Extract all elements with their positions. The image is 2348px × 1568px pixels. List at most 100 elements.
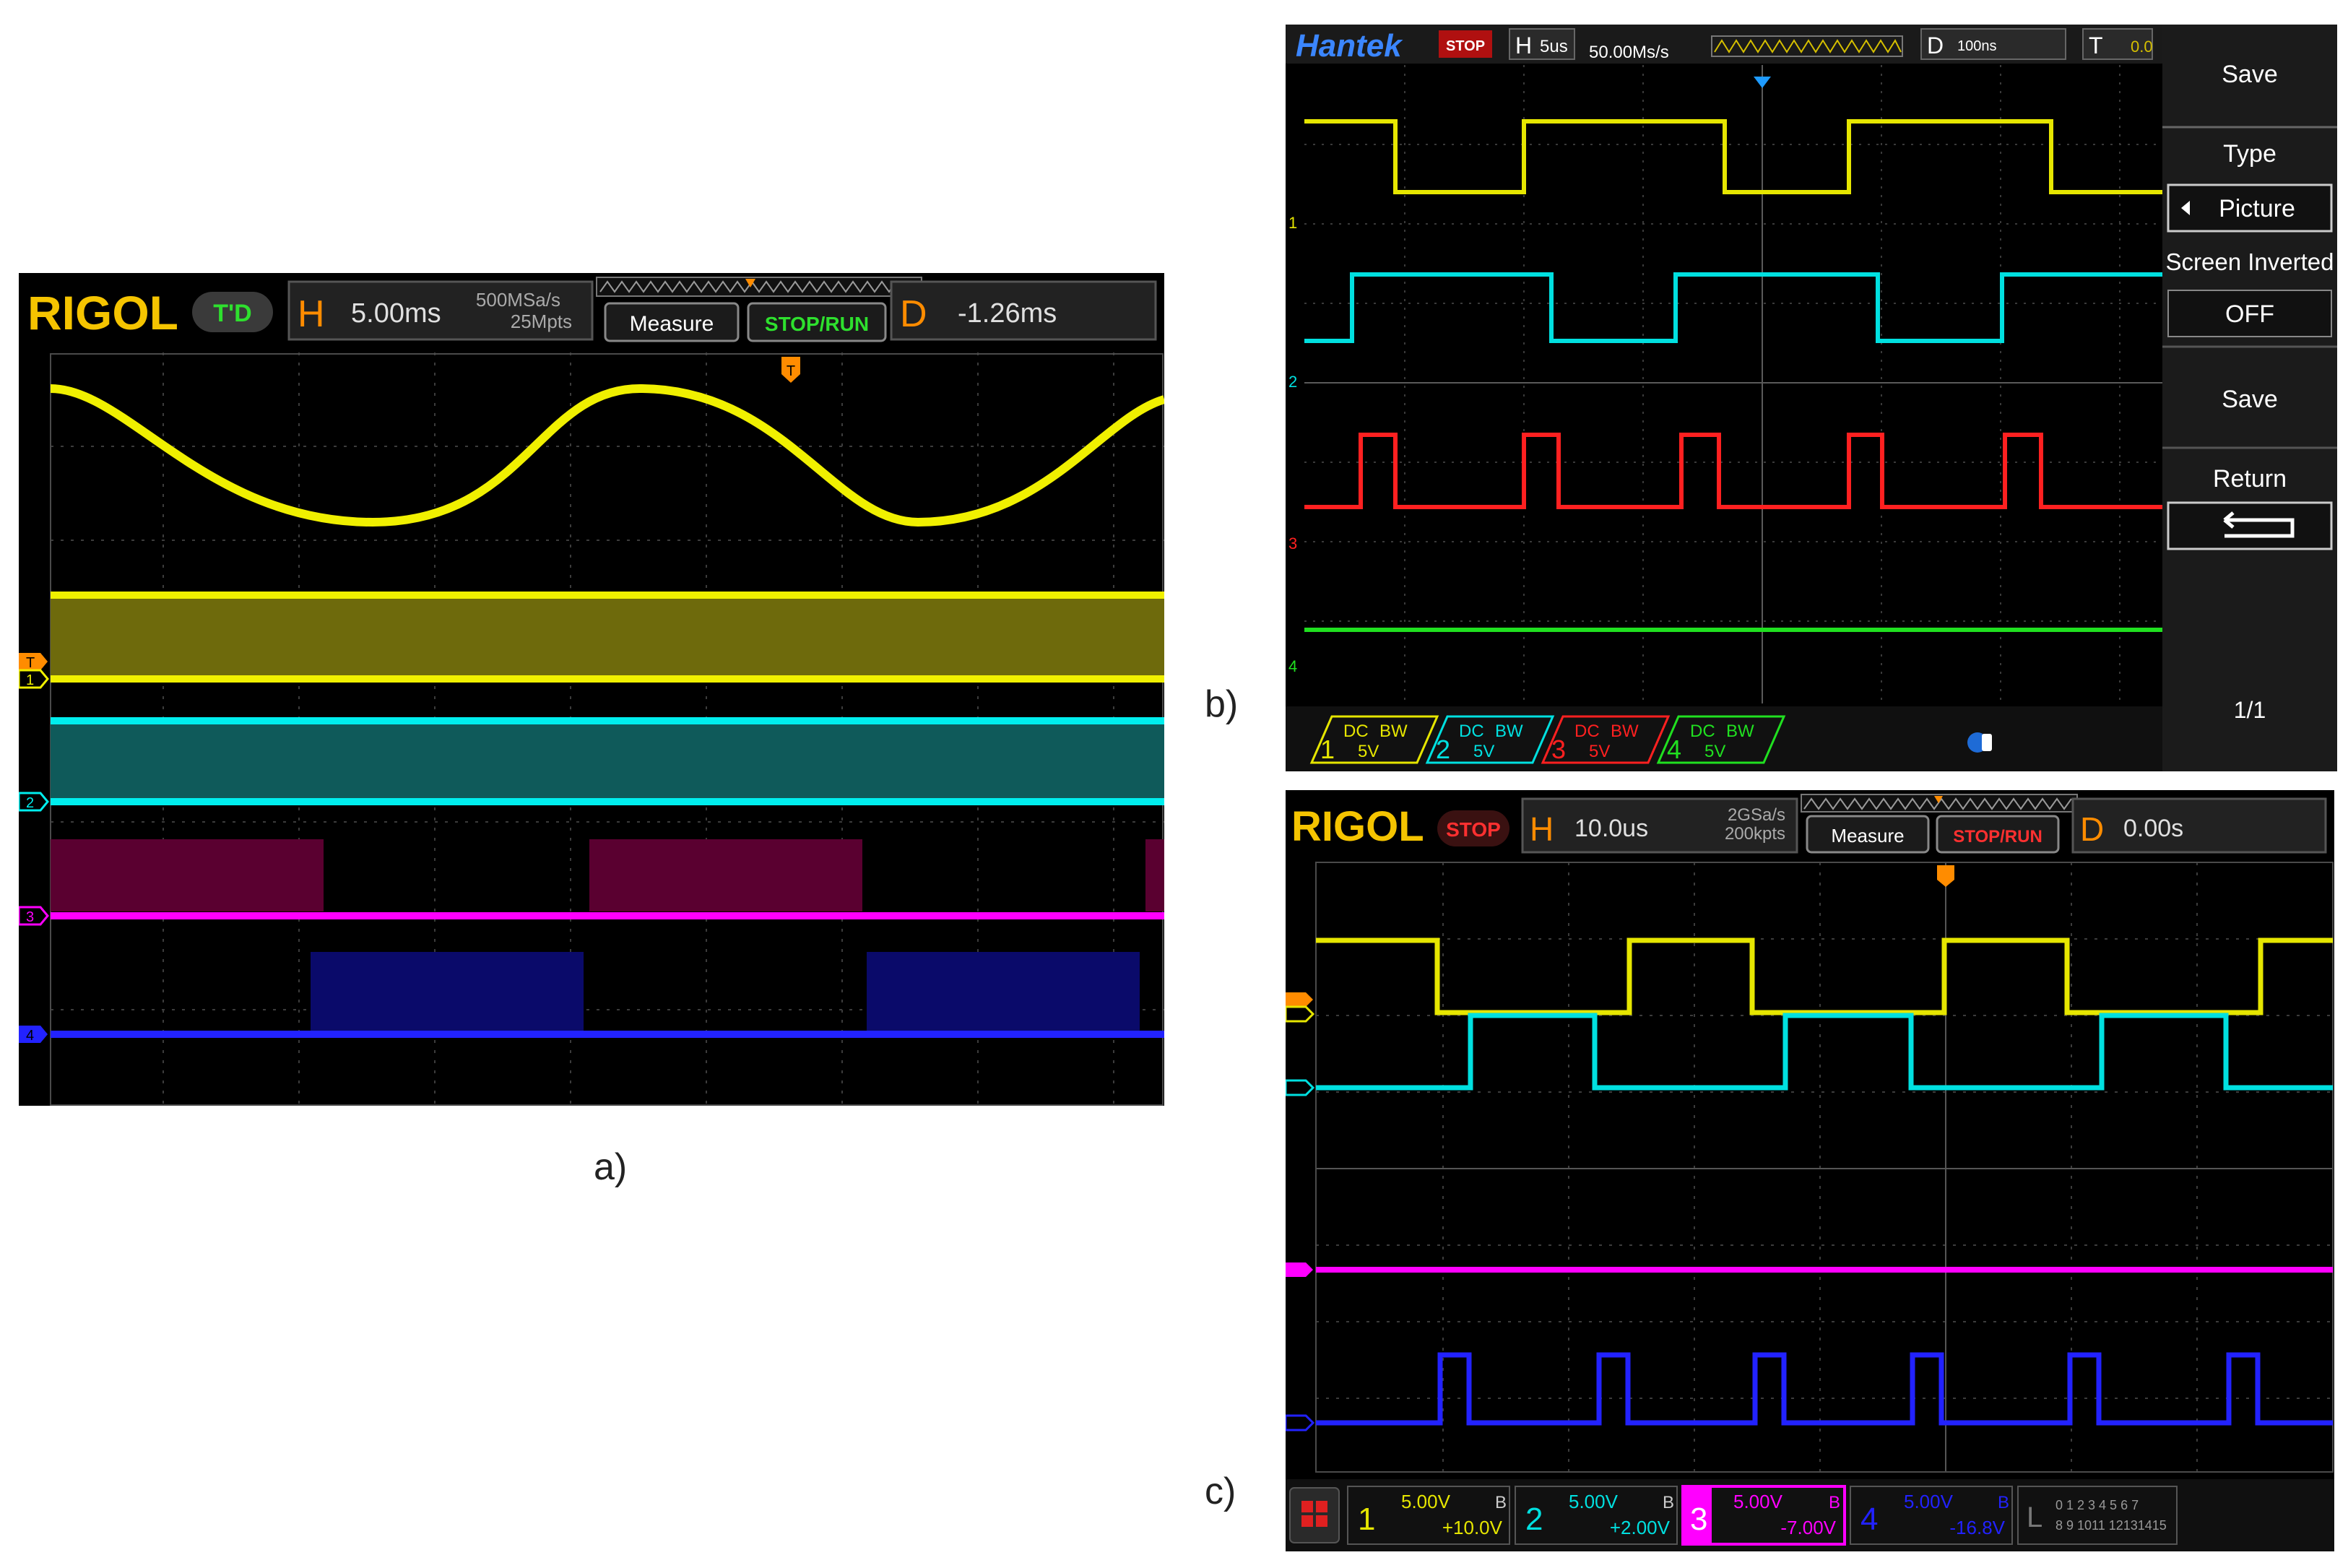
svg-text:DC: DC	[1459, 722, 1484, 741]
brand-logo-a: RIGOL	[27, 286, 178, 339]
waveform-ch4-c	[1316, 1352, 2333, 1426]
stoprun-button-c[interactable]	[1936, 815, 2060, 854]
svg-text:+2.00V: +2.00V	[1610, 1517, 1671, 1538]
channel-tab-2-b[interactable]: 2 DC BW 5V	[1425, 715, 1555, 764]
channel-marker-4-b[interactable]: 4	[1288, 657, 1297, 675]
channel-marker-3-c[interactable]	[1286, 1262, 1313, 1277]
channel-marker-1-c[interactable]	[1286, 1005, 1315, 1023]
channel-tab-2-c[interactable]: 2 5.00V B +2.00V	[1515, 1486, 1678, 1545]
svg-text:4: 4	[1667, 735, 1681, 764]
trigger-box-b[interactable]	[2082, 28, 2153, 60]
svg-text:5V: 5V	[1358, 742, 1379, 761]
channel-tab-1-b[interactable]: 1 DC BW 5V	[1309, 715, 1439, 764]
channel-tab-3-b[interactable]: 3 DC BW 5V	[1541, 715, 1671, 764]
channel-marker-4-a[interactable]	[19, 1026, 48, 1043]
grid-menu-icon	[1301, 1501, 1327, 1527]
svg-text:DC: DC	[1690, 722, 1715, 741]
svg-text:2: 2	[1525, 1502, 1543, 1537]
timebase-box-c[interactable]	[1521, 797, 1798, 854]
svg-text:BW: BW	[1379, 722, 1408, 741]
memory-ribbon-a	[596, 277, 922, 297]
menu-type-button[interactable]	[2167, 183, 2333, 233]
run-state-text-b: STOP	[1446, 38, 1485, 54]
svg-text:5V: 5V	[1473, 742, 1494, 761]
svg-text:1: 1	[1320, 735, 1335, 764]
trigger-level-marker-c[interactable]	[1286, 992, 1313, 1007]
waveform-ch1-sine	[50, 384, 1164, 527]
timebase-box-b[interactable]	[1509, 28, 1575, 60]
grid-b	[1304, 65, 2162, 703]
delay-box-b[interactable]	[1920, 28, 2066, 60]
delay-value-c: 0.00s	[2123, 815, 2183, 842]
brand-logo-c: RIGOL	[1291, 803, 1424, 850]
menu-inverted-value: OFF	[2225, 300, 2274, 328]
return-arrow-icon	[2223, 511, 2295, 538]
channel-tab-4-b[interactable]: 4 DC BW 5V	[1656, 715, 1786, 764]
t-label-b: T	[2089, 33, 2103, 59]
measure-label-a: Measure	[630, 312, 714, 336]
menu-type-label: Type	[2223, 140, 2276, 168]
svg-text:-16.8V: -16.8V	[1949, 1517, 2005, 1538]
delay-box-a[interactable]	[890, 280, 1157, 341]
navigation-menu-button[interactable]	[1289, 1487, 1340, 1543]
waveform-ch1-c	[1316, 937, 2333, 1015]
menu-save-button[interactable]	[2164, 348, 2336, 446]
svg-text:8 9 1011 12131415: 8 9 1011 12131415	[2055, 1518, 2167, 1533]
channel-marker-1-b[interactable]: 1	[1288, 214, 1297, 232]
h-label-a: H	[298, 293, 325, 335]
menu-return-label: Return	[2213, 465, 2287, 493]
run-state-text-a: T'D	[213, 300, 251, 327]
delay-box-c[interactable]	[2071, 797, 2327, 854]
svg-text:3: 3	[1551, 735, 1566, 764]
channel-tab-4-c[interactable]: 4 5.00V B -16.8V	[1850, 1486, 2013, 1545]
channel-marker-2-a[interactable]	[19, 792, 49, 812]
run-state-text-c: STOP	[1446, 818, 1501, 841]
logic-analyzer-tab-c[interactable]: L 0 1 2 3 4 5 6 7 8 9 1011 12131415	[2017, 1486, 2178, 1545]
trigger-level-marker-a[interactable]	[19, 653, 48, 670]
svg-text:-7.00V: -7.00V	[1780, 1517, 1836, 1538]
delay-value-a: -1.26ms	[958, 298, 1057, 329]
figure-label-b: b)	[1205, 683, 1239, 725]
d-label-b: D	[1927, 33, 1944, 59]
svg-text:5.00V: 5.00V	[1904, 1491, 1954, 1512]
waveform-ch1-b	[1304, 119, 2162, 194]
d-label-c: D	[2080, 810, 2104, 848]
menu-title-save: Save	[2222, 61, 2278, 88]
waveform-ch4-pulses	[311, 952, 1140, 1031]
scope-b-svg: Hantek STOP H 5us 50.00Ms/s D 100ns T 0.…	[1286, 25, 2337, 771]
d-label-a: D	[900, 293, 927, 335]
svg-text:B: B	[1829, 1493, 1840, 1512]
channel-tab-3-c[interactable]: 3 5.00V B -7.00V	[1681, 1485, 1846, 1546]
svg-text:DC: DC	[1343, 722, 1369, 741]
menu-inverted-button[interactable]	[2167, 290, 2332, 337]
waveform-ch3-pulses	[51, 839, 1164, 911]
sample-rate-a: 500MSa/s	[476, 289, 560, 311]
channel-marker-2-c[interactable]	[1286, 1079, 1315, 1096]
svg-text:5.00V: 5.00V	[1401, 1491, 1451, 1512]
svg-text:5.00V: 5.00V	[1733, 1491, 1783, 1512]
h-label-c: H	[1530, 810, 1554, 848]
stoprun-label-a: STOP/RUN	[765, 313, 869, 335]
svg-text:DC: DC	[1574, 722, 1600, 741]
channel-marker-4-c[interactable]	[1286, 1414, 1315, 1431]
svg-text:1: 1	[1358, 1502, 1375, 1537]
svg-text:3: 3	[26, 909, 34, 925]
channel-marker-3-a[interactable]	[19, 906, 49, 926]
memory-depth-a: 25Mpts	[511, 311, 572, 332]
chevron-left-icon	[2181, 201, 2190, 215]
menu-return-button[interactable]	[2167, 501, 2333, 550]
channel-marker-3-b[interactable]: 3	[1288, 534, 1297, 553]
waveform-ch2-c	[1316, 1013, 2333, 1091]
channel-marker-1-a[interactable]	[19, 669, 49, 689]
measure-button-c[interactable]	[1806, 815, 1930, 854]
channel-marker-2-b[interactable]: 2	[1288, 373, 1297, 391]
menu-save-label: Save	[2222, 386, 2278, 413]
svg-text:5V: 5V	[1704, 742, 1725, 761]
delay-value-b: 100ns	[1957, 38, 1997, 54]
channel-tab-1-c[interactable]: 1 5.00V B +10.0V	[1347, 1486, 1510, 1545]
svg-text:BW: BW	[1611, 722, 1639, 741]
timebase-box-a[interactable]	[287, 280, 594, 341]
stoprun-button-a[interactable]	[747, 302, 887, 342]
measure-button-a[interactable]	[604, 302, 740, 342]
svg-text:0 1 2 3 4 5 6 7: 0 1 2 3 4 5 6 7	[2055, 1498, 2139, 1512]
